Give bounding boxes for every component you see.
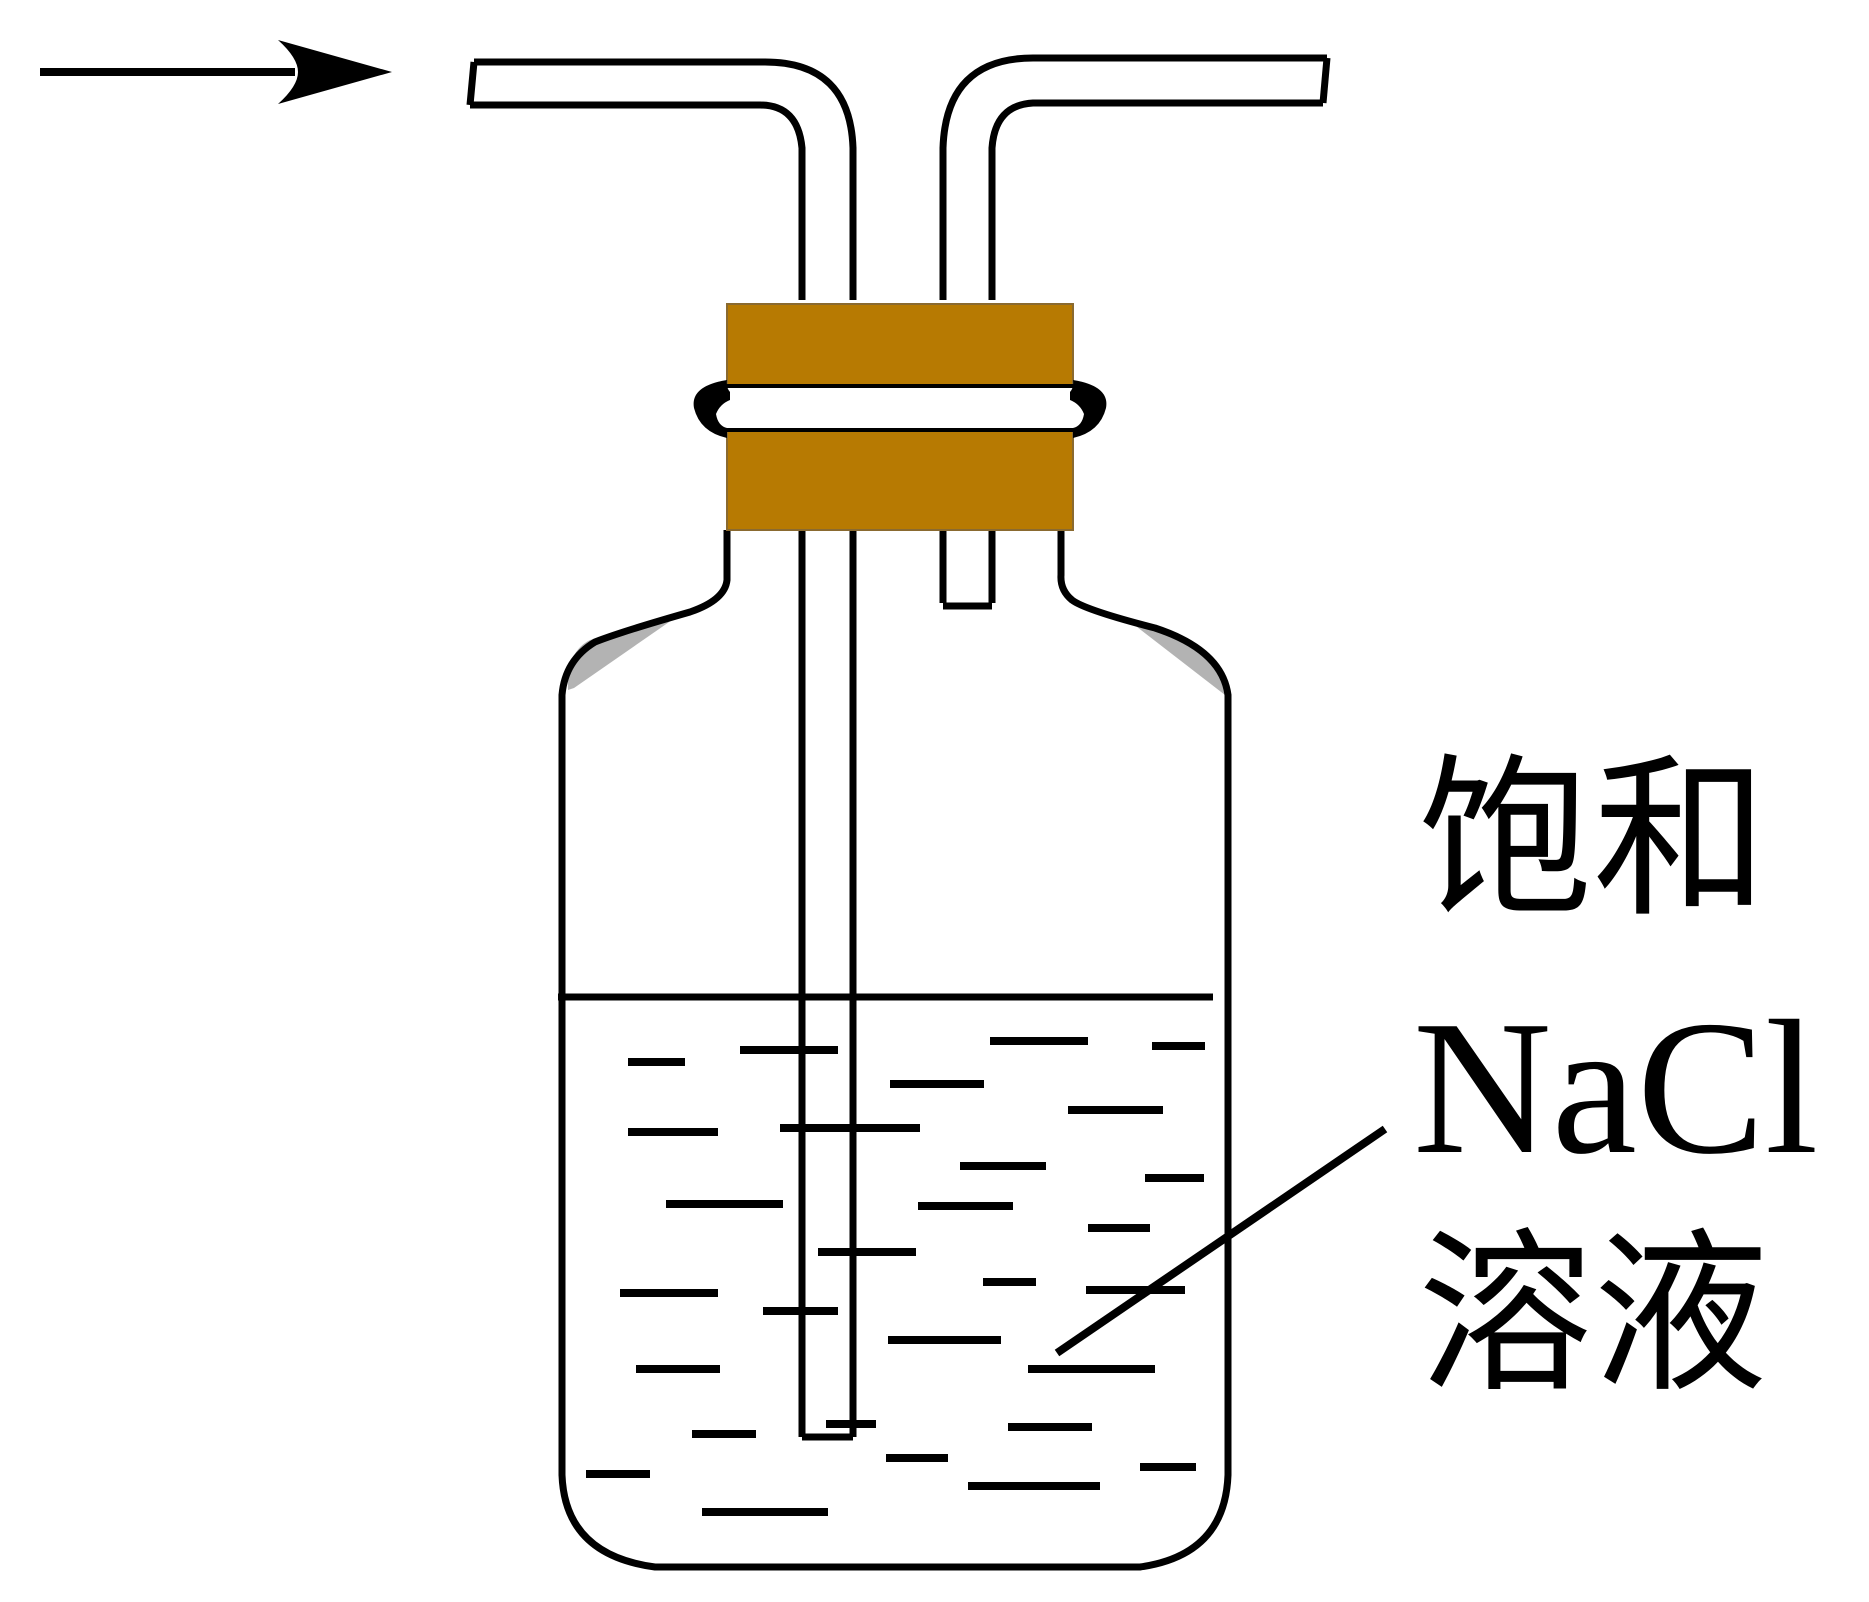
flow-arrow-icon [40,40,392,104]
label-line-3: 溶液 [1418,1214,1768,1417]
rubber-stopper [693,303,1107,531]
inlet-tube [466,58,857,1441]
outlet-tube [939,54,1331,610]
label-line-2: NaCl [1413,981,1819,1194]
bottle [558,530,1232,1571]
label-line-1: 饱和 [1418,739,1768,942]
label-leader-line [1054,1125,1388,1357]
liquid-hatching [586,1037,1205,1516]
